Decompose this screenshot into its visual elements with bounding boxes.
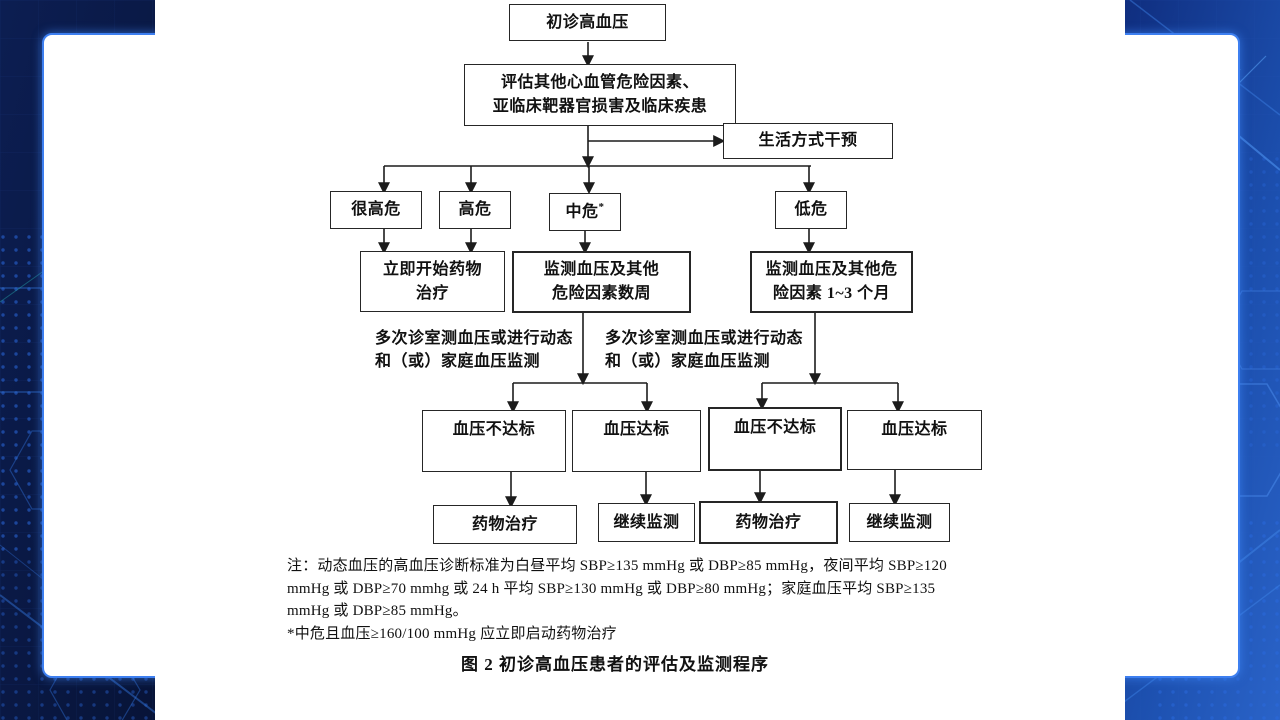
figure-note-line1: 注：动态血压的高血压诊断标准为白昼平均 SBP≥135 mmHg 或 DBP≥8…: [287, 558, 947, 574]
node-continue-monitoring-2: 继续监测: [849, 503, 950, 542]
node-bp-at-target-1: 血压达标: [572, 410, 701, 472]
figure-note-line2: mmHg 或 DBP≥70 mmhg 或 24 h 平均 SBP≥130 mmH…: [287, 580, 936, 597]
assess-line1: 评估其他心血管危险因素、: [500, 74, 699, 91]
node-initial-diagnosis: 初诊高血压: [509, 4, 666, 41]
note-repeat-bp-measurement-right: 多次诊室测血压或进行动态 和（或）家庭血压监测: [605, 330, 804, 371]
lifestyle-label: 生活方式干预: [758, 132, 858, 149]
node-risk-moderate: 中危*: [549, 193, 621, 231]
node-initial-diagnosis-label: 初诊高血压: [546, 13, 629, 31]
node-risk-high: 高危: [439, 191, 511, 229]
node-assess-risk-factors: 评估其他心血管危险因素、 亚临床靶器官损害及临床疾患: [464, 64, 736, 126]
assess-line2: 亚临床靶器官损害及临床疾患: [492, 98, 708, 115]
node-risk-very-high: 很高危: [330, 191, 422, 229]
immediate-line1: 立即开始药物: [382, 260, 482, 278]
node-lifestyle-intervention: 生活方式干预: [723, 123, 893, 159]
node-bp-not-at-target-1: 血压不达标: [422, 410, 566, 472]
node-continue-monitoring-1: 继续监测: [598, 503, 695, 542]
node-drug-treatment-2: 药物治疗: [699, 501, 838, 544]
monitor-weeks-line1: 监测血压及其他: [543, 261, 660, 278]
risk-low-label: 低危: [794, 201, 828, 218]
node-monitor-1-3-months: 监测血压及其他危 险因素 1~3 个月: [750, 251, 913, 313]
monitor-weeks-line2: 危险因素数周: [551, 285, 651, 302]
figure-caption: 图 2 初诊高血压患者的评估及监测程序: [461, 655, 769, 674]
node-bp-at-target-2: 血压达标: [847, 410, 982, 470]
risk-moderate-label: 中危*: [565, 201, 605, 221]
monitor-months-line1: 监测血压及其他危: [765, 261, 898, 278]
immediate-line2: 治疗: [415, 284, 449, 302]
risk-very-high-label: 很高危: [351, 201, 401, 218]
node-immediate-drug-treatment: 立即开始药物 治疗: [360, 251, 505, 312]
node-bp-not-at-target-2: 血压不达标: [708, 407, 842, 471]
risk-moderate-asterisk: *: [598, 201, 605, 214]
figure-note: 注：动态血压的高血压诊断标准为白昼平均 SBP≥135 mmHg 或 DBP≥8…: [287, 555, 981, 645]
figure-note-line4: *中危且血压≥160/100 mmHg 应立即启动药物治疗: [287, 625, 617, 642]
note-repeat-bp-measurement-left: 多次诊室测血压或进行动态 和（或）家庭血压监测: [375, 330, 574, 371]
risk-high-label: 高危: [458, 201, 492, 218]
node-monitor-weeks: 监测血压及其他 危险因素数周: [512, 251, 691, 313]
node-risk-low: 低危: [775, 191, 847, 229]
monitor-months-line2: 险因素 1~3 个月: [772, 285, 891, 302]
figure-note-line3: mmHg 或 DBP≥85 mmHg。: [287, 603, 468, 619]
node-drug-treatment-1: 药物治疗: [433, 505, 577, 544]
